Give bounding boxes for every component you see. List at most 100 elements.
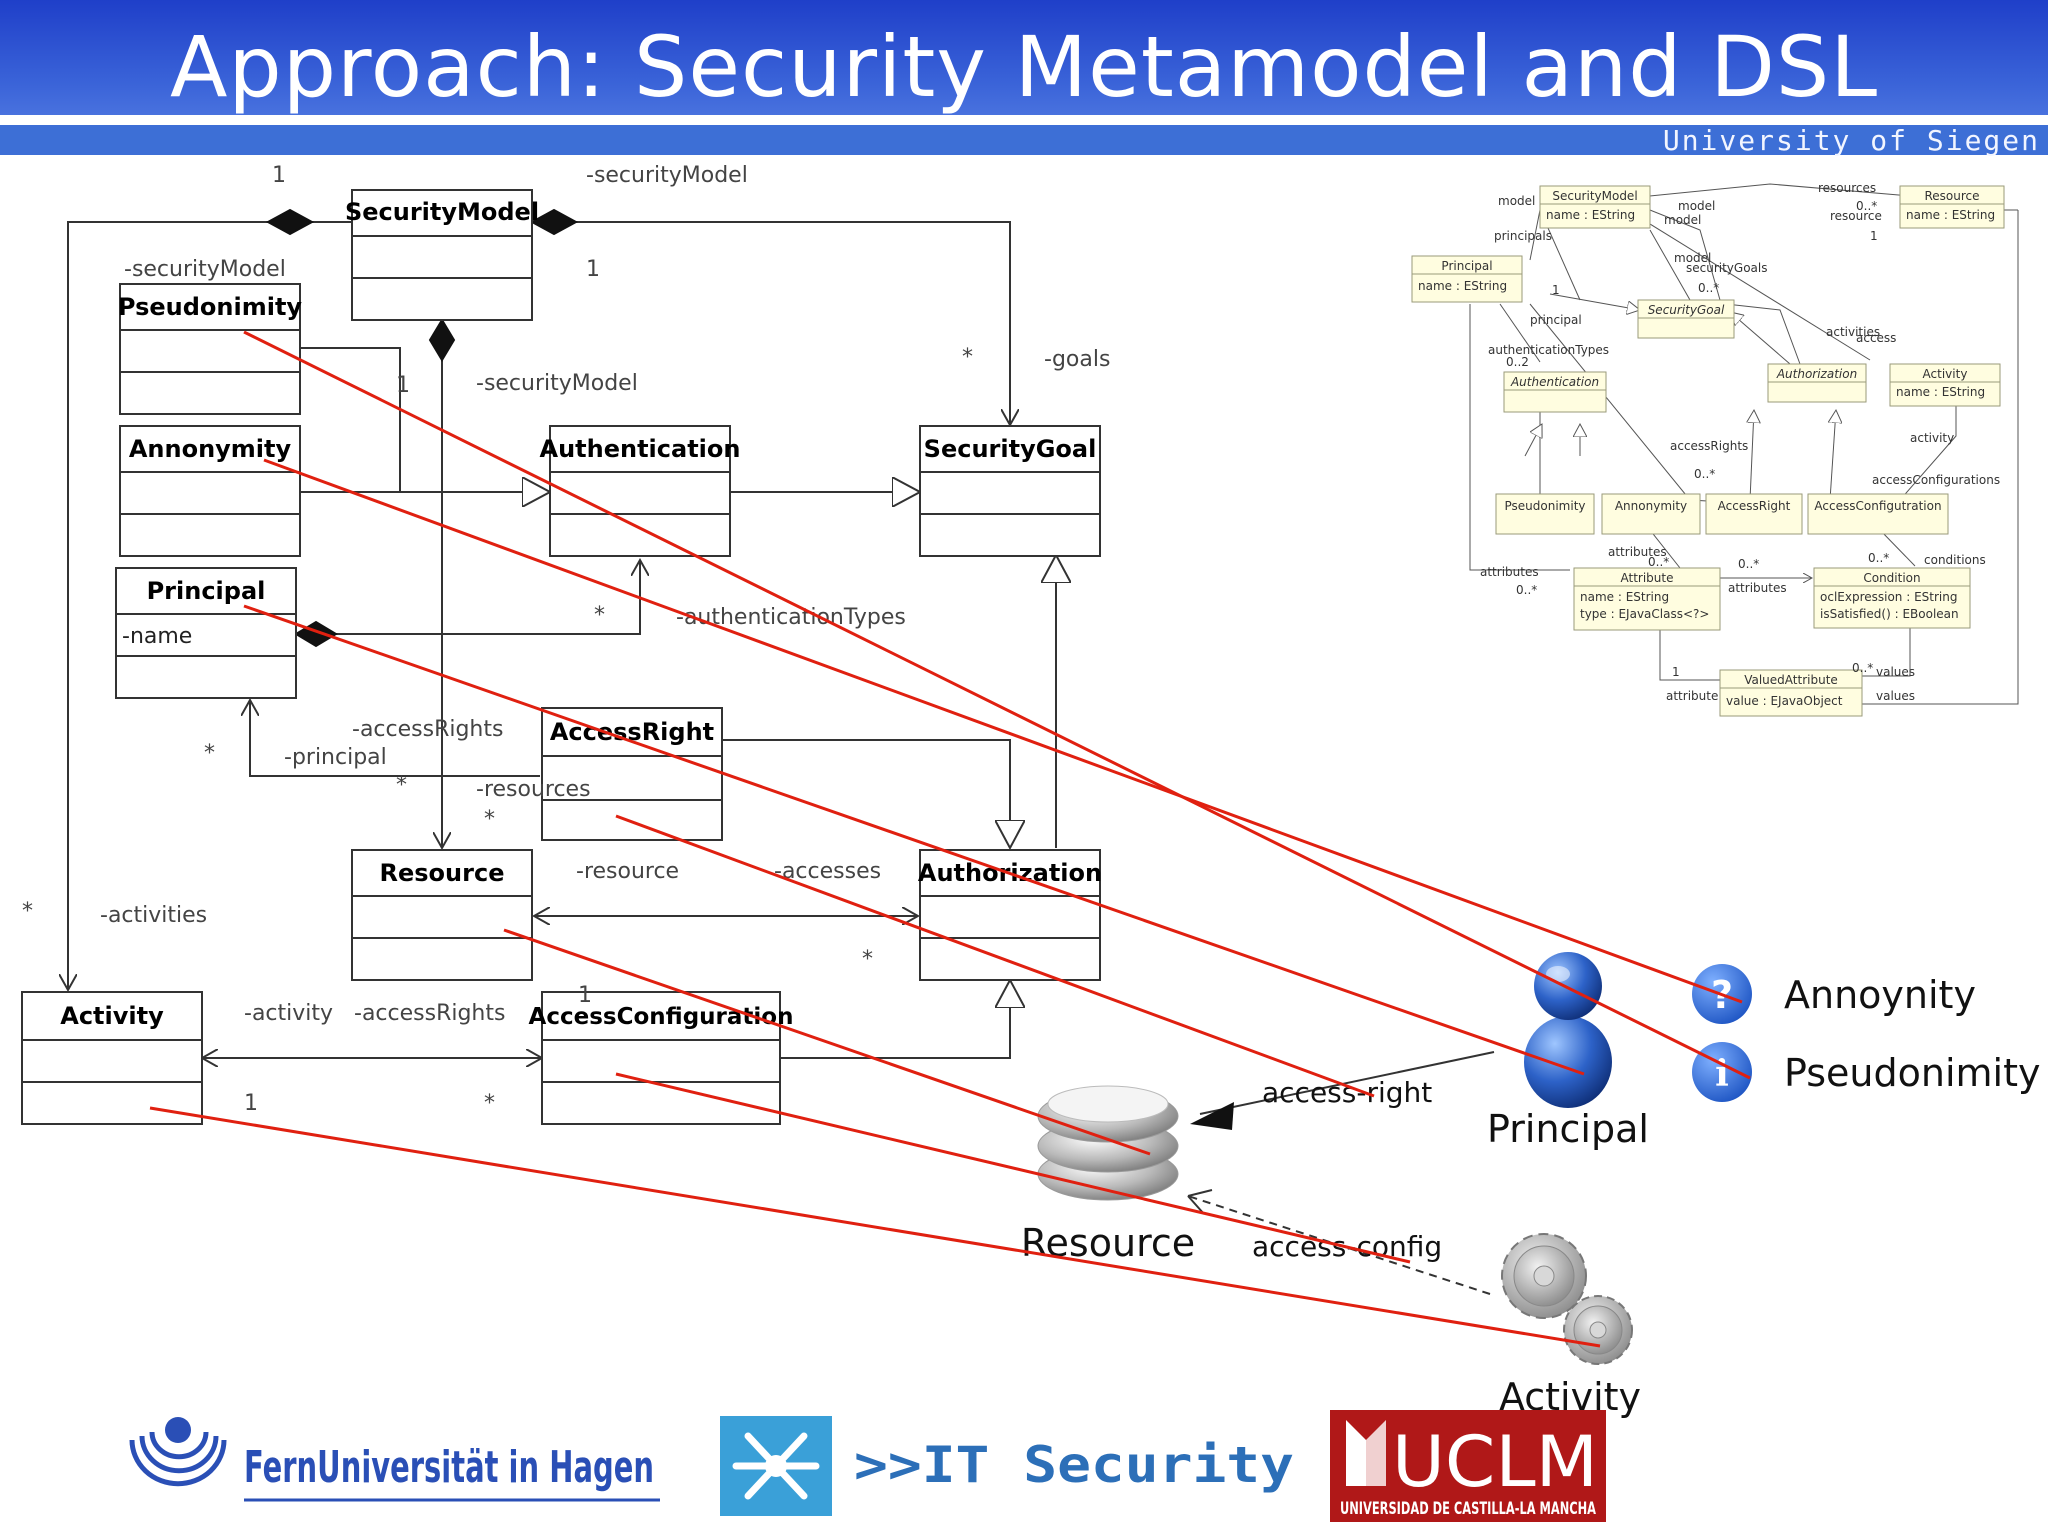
svg-text:resource: resource xyxy=(1830,209,1882,223)
label-activities: -activities xyxy=(100,903,207,928)
uml-connections xyxy=(68,208,1056,1058)
composition-diamond-left xyxy=(265,208,315,236)
dsl-access-right-label: access-right xyxy=(1262,1076,1432,1109)
mult-many-f: * xyxy=(862,947,873,972)
ecore-box-attribute: Attribute name : EString type : EJavaCla… xyxy=(1573,567,1721,631)
label-resources: -resources xyxy=(476,777,591,802)
svg-text:value : EJavaObject: value : EJavaObject xyxy=(1726,694,1843,708)
mult-many-h: * xyxy=(484,1091,495,1116)
map-resource xyxy=(503,928,1151,1156)
slide-header xyxy=(0,0,2048,118)
uml-class-securitygoal: SecurityGoal xyxy=(919,425,1101,557)
mult-many-g: * xyxy=(22,899,33,924)
svg-text:model: model xyxy=(1678,199,1715,213)
mult-many-e: * xyxy=(484,807,495,832)
class-attribute: -name xyxy=(122,624,192,649)
assoc-principal-authentication xyxy=(316,560,640,635)
map-principal xyxy=(243,604,1585,1076)
class-name: Authentication xyxy=(540,435,741,463)
mult-1-b: 1 xyxy=(586,257,600,282)
ecore-box-condition: Condition oclExpression : EString isSati… xyxy=(1813,567,1971,629)
svg-text:model: model xyxy=(1498,194,1535,208)
mult-1-a: 1 xyxy=(272,163,286,188)
ecore-labels: model model model model principals resou… xyxy=(1480,181,2000,703)
svg-text:name : EString: name : EString xyxy=(1546,208,1635,222)
svg-text:name : EString: name : EString xyxy=(1896,385,1985,399)
ecore-box-activity: Activity name : EString xyxy=(1889,363,2001,407)
map-activity xyxy=(149,1106,1601,1348)
svg-text:isSatisfied() : EBoolean: isSatisfied() : EBoolean xyxy=(1820,607,1959,621)
mult-many-b: * xyxy=(594,603,605,628)
svg-text:values: values xyxy=(1876,689,1915,703)
mult-1-c: 1 xyxy=(396,373,410,398)
uml-class-principal: Principal -name xyxy=(115,567,297,699)
uclm-text: UCLM xyxy=(1392,1421,1598,1503)
assoc-accessright-principal xyxy=(250,700,540,777)
access-right-line xyxy=(1199,1051,1495,1115)
uml-labels: -securityModel -securityModel -securityM… xyxy=(22,163,1110,1116)
mult-1-e: 1 xyxy=(244,1091,258,1116)
uml-class-authentication: Authentication xyxy=(540,425,741,557)
svg-text:0..*: 0..* xyxy=(1516,583,1537,597)
uml-class-accessright: AccessRight xyxy=(541,707,723,841)
svg-text:ValuedAttribute: ValuedAttribute xyxy=(1744,673,1838,687)
svg-text:accessRights: accessRights xyxy=(1670,439,1748,453)
mult-many-c: * xyxy=(204,741,215,766)
ecore-box-securitygoal: SecurityGoal xyxy=(1637,299,1735,339)
mult-many-d: * xyxy=(396,773,407,798)
svg-text:Activity: Activity xyxy=(1923,367,1968,381)
svg-text:access: access xyxy=(1856,331,1896,345)
resource-database-icon xyxy=(1037,1085,1179,1201)
svg-text:0..*: 0..* xyxy=(1698,281,1719,295)
map-accessconfiguration xyxy=(615,1072,1411,1264)
svg-text:type : EJavaClass<?>: type : EJavaClass<?> xyxy=(1580,607,1709,621)
svg-text:0..2: 0..2 xyxy=(1506,355,1529,369)
activity-gears-icon xyxy=(1501,1233,1633,1365)
label-securitymodel-top: -securityModel xyxy=(586,163,748,188)
label-accessrights-1: -accessRights xyxy=(352,717,503,742)
svg-text:values: values xyxy=(1876,665,1915,679)
class-name: SecurityGoal xyxy=(924,435,1097,463)
svg-text:accessConfigurations: accessConfigurations xyxy=(1872,473,2000,487)
it-security-text: >>IT Security xyxy=(854,1436,1294,1494)
svg-text:activity: activity xyxy=(1910,431,1954,445)
class-name: Resource xyxy=(380,859,505,887)
svg-text:SecurityModel: SecurityModel xyxy=(1552,189,1637,203)
uclm-emblem-icon xyxy=(1346,1420,1366,1486)
fernuni-logo: FernUniversität in Hagen xyxy=(129,1417,660,1502)
svg-text:attributes: attributes xyxy=(1728,581,1787,595)
uml-class-securitymodel: SecurityModel xyxy=(345,189,539,321)
svg-text:principal: principal xyxy=(1530,313,1582,327)
map-accessright xyxy=(615,814,1375,1098)
svg-text:model: model xyxy=(1664,213,1701,227)
uml-class-pseudonimity: Pseudonimity xyxy=(118,283,302,415)
class-name: Principal xyxy=(147,577,266,605)
assoc-securitymodel-activity xyxy=(68,221,352,990)
svg-text:activities: activities xyxy=(1826,325,1880,339)
uml-class-annonymity: Annonymity xyxy=(119,425,301,557)
svg-text:oclExpression : EString: oclExpression : EString xyxy=(1820,590,1957,604)
dsl-pseudonimity-label: Pseudonimity xyxy=(1784,1051,2040,1095)
header-divider xyxy=(0,115,2048,125)
svg-text:SecurityGoal: SecurityGoal xyxy=(1648,303,1725,317)
svg-text:0..*: 0..* xyxy=(1868,551,1889,565)
gen-pseudonimity xyxy=(300,347,401,492)
svg-text:0..*: 0..* xyxy=(1648,555,1669,569)
svg-text:principals: principals xyxy=(1494,229,1552,243)
composition-diamond-bottom xyxy=(428,318,456,362)
uml-class-resource: Resource xyxy=(351,849,533,981)
svg-text:name : EString: name : EString xyxy=(1580,590,1669,604)
svg-text:Principal: Principal xyxy=(1441,259,1492,273)
svg-text:name : EString: name : EString xyxy=(1906,208,1995,222)
map-annonymity xyxy=(263,458,1743,1004)
svg-text:Resource: Resource xyxy=(1924,189,1979,203)
label-principal: -principal xyxy=(284,745,387,770)
mult-1-d: 1 xyxy=(578,983,592,1008)
svg-text:1: 1 xyxy=(1672,665,1680,679)
svg-text:Condition: Condition xyxy=(1863,571,1920,585)
svg-text:attribute: attribute xyxy=(1666,689,1718,703)
ecore-box-annonymity: Annonymity xyxy=(1601,493,1701,535)
gen-accessright-authorization xyxy=(722,739,1010,848)
class-name: AccessConfiguration xyxy=(529,1004,794,1030)
label-securitymodel-mid: -securityModel xyxy=(476,371,638,396)
